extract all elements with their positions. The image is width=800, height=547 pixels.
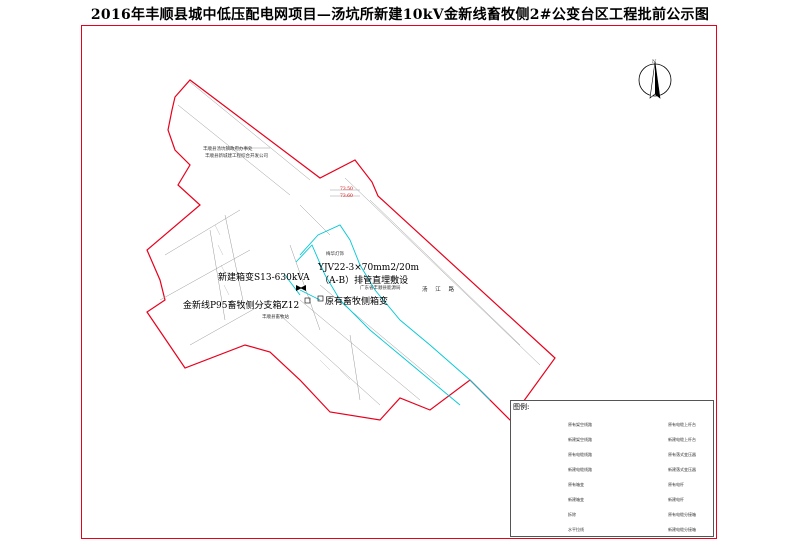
label-org-top-1: 丰顺县汤坑镇政府办事处 bbox=[203, 147, 253, 152]
legend-row-left-label: 原有电缆线路 bbox=[568, 452, 592, 457]
label-branch-box: 金新线P95畜牧侧分支箱Z12 bbox=[183, 301, 300, 311]
legend-row-right-label: 原有电缆分接箱 bbox=[668, 512, 696, 517]
label-new-box-transformer: 新建箱变S13-630kVA bbox=[218, 273, 310, 283]
legend: 图例: bbox=[510, 400, 714, 537]
label-existing-box: 原有畜牧侧箱变 bbox=[325, 297, 389, 307]
label-place-a: 梅华灯饰 bbox=[326, 252, 344, 257]
drawing-frame bbox=[81, 25, 717, 539]
site-boundary bbox=[146, 79, 556, 421]
legend-row-right-label: 新建电缆分接箱 bbox=[668, 527, 696, 532]
label-cable-method: （A-B）排管直埋敷设 bbox=[320, 276, 409, 286]
branch-box-symbol bbox=[304, 297, 311, 304]
label-road: 汤 江 路 bbox=[422, 287, 457, 293]
label-org-top-2: 丰顺县新城建工程综合开发公司 bbox=[205, 154, 268, 159]
legend-row-left-label: 水平拉线 bbox=[568, 527, 584, 532]
legend-row-left-label: 新建电缆线路 bbox=[568, 467, 592, 472]
legend-row-left-label: 新建箱变 bbox=[568, 497, 584, 502]
label-elev-1: 73.50 bbox=[340, 187, 353, 192]
legend-title: 图例: bbox=[513, 403, 530, 411]
legend-row-left-label: 原有箱变 bbox=[568, 482, 584, 487]
page-title: 2016年丰顺县城中低压配电网项目—汤坑所新建10kV金新线畜牧侧2#公变台区工… bbox=[90, 7, 710, 23]
label-org-low: 丰顺县畜牧站 bbox=[262, 315, 289, 320]
existing-box-symbol bbox=[317, 295, 324, 302]
legend-row-right-label: 原有电杆 bbox=[668, 482, 684, 487]
legend-row-left-label: 原有架空线路 bbox=[568, 422, 592, 427]
legend-row-right-label: 新建电缆上杆台 bbox=[668, 437, 696, 442]
legend-row-left-label: 新建架空线路 bbox=[568, 437, 592, 442]
legend-row-right-label: 原有落式变压器 bbox=[668, 452, 696, 457]
legend-row-left-label: 拆除 bbox=[568, 512, 576, 517]
label-cable-spec: YJV22-3×70mm2/20m bbox=[318, 263, 420, 273]
label-org-mid: 广东省丰顺县能源局 bbox=[360, 286, 401, 291]
label-elev-2: 73.60 bbox=[340, 194, 353, 199]
legend-row-right-label: 新建电杆 bbox=[668, 497, 684, 502]
cable-route bbox=[284, 224, 491, 406]
legend-row-right-label: 原有电缆上杆台 bbox=[668, 422, 696, 427]
new-box-transformer-symbol bbox=[296, 285, 306, 291]
legend-row-right-label: 新建落式变压器 bbox=[668, 467, 696, 472]
lot-lines bbox=[159, 81, 541, 406]
compass-north-label: N bbox=[652, 59, 657, 65]
compass bbox=[638, 61, 672, 99]
hatch-strips bbox=[214, 224, 351, 381]
